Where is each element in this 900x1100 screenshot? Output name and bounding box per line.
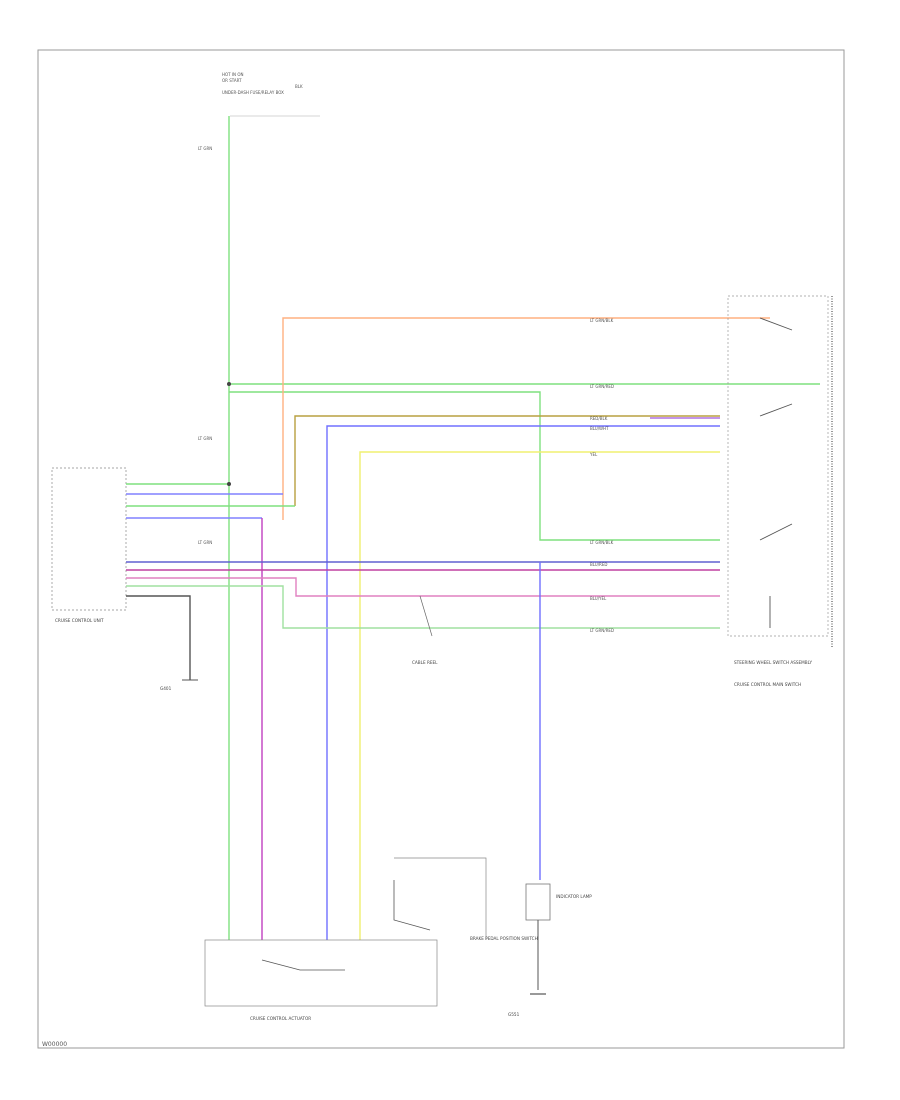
label-wire-8: BLU/YEL bbox=[590, 596, 607, 601]
figure-code: W00000 bbox=[42, 1041, 67, 1048]
fuse-block-label: UNDER-DASH FUSE/RELAY BOX bbox=[222, 90, 284, 95]
cruise-control-unit-label: CRUISE CONTROL UNIT bbox=[55, 618, 104, 623]
label-wire-5: YEL bbox=[589, 452, 598, 457]
label-wire-9: LT GRN/RED bbox=[590, 628, 614, 633]
label-wire-2: LT GRN/RED bbox=[590, 384, 614, 389]
hot-sub-label: OR START bbox=[222, 78, 242, 83]
wire-module-7 bbox=[126, 577, 720, 597]
splice-dot-top bbox=[227, 382, 231, 386]
label-wire-3: RED/BLK bbox=[590, 416, 608, 421]
splice-dot-module bbox=[227, 482, 231, 486]
hot-header-label: HOT IN ON bbox=[222, 72, 243, 77]
wire-module-ground bbox=[126, 595, 191, 680]
sw-assembly-label: STEERING WHEEL SWITCH ASSEMBLY bbox=[734, 660, 812, 665]
indicator-lamp-box bbox=[525, 883, 551, 921]
wire-label-ltgrn-mid: LT GRN bbox=[198, 436, 212, 441]
wire-label-ltgrn-top: LT GRN bbox=[198, 146, 212, 151]
wire-ltgrn-loop bbox=[229, 391, 720, 541]
wire-orange bbox=[282, 317, 770, 520]
main-switch-label: CRUISE CONTROL MAIN SWITCH bbox=[734, 682, 801, 687]
sw-assembly-box bbox=[727, 295, 829, 637]
label-wire-4: BLU/WHT bbox=[590, 426, 609, 431]
actuator-switch-1 bbox=[261, 959, 345, 971]
cruise-control-unit-box bbox=[51, 467, 127, 611]
fuse-block-right-label: BLK bbox=[295, 84, 303, 89]
switch-contact-1 bbox=[759, 317, 793, 331]
label-wire-7: BLU/RED bbox=[590, 562, 607, 567]
actuator-label: CRUISE CONTROL ACTUATOR bbox=[250, 1016, 311, 1021]
wire-olive bbox=[294, 415, 720, 506]
cable-reel-pointer bbox=[419, 595, 433, 637]
switch-contact-2 bbox=[759, 403, 793, 417]
actuator-top-bracket bbox=[394, 857, 487, 940]
brake-switch-label: BRAKE PEDAL POSITION SWITCH bbox=[470, 936, 538, 941]
label-wire-1: LT GRN/BLK bbox=[590, 318, 614, 323]
switch-contact-3 bbox=[759, 523, 793, 541]
wire-blue-1 bbox=[326, 425, 720, 940]
wire-module-8 bbox=[126, 585, 720, 629]
ground-left-label: G401 bbox=[160, 686, 172, 691]
indicator-lamp-label: INDICATOR LAMP bbox=[556, 894, 592, 899]
cable-reel-label: CABLE REEL bbox=[412, 660, 438, 665]
wire-yellow bbox=[359, 451, 720, 940]
actuator-box bbox=[204, 939, 438, 1007]
actuator-switch-2 bbox=[393, 880, 431, 931]
diagram-frame bbox=[37, 49, 845, 1049]
label-wire-6: LT GRN/BLK bbox=[590, 540, 614, 545]
wire-label-ltgrn-low: LT GRN bbox=[198, 540, 212, 545]
ground-bottom-label: G551 bbox=[508, 1012, 520, 1017]
